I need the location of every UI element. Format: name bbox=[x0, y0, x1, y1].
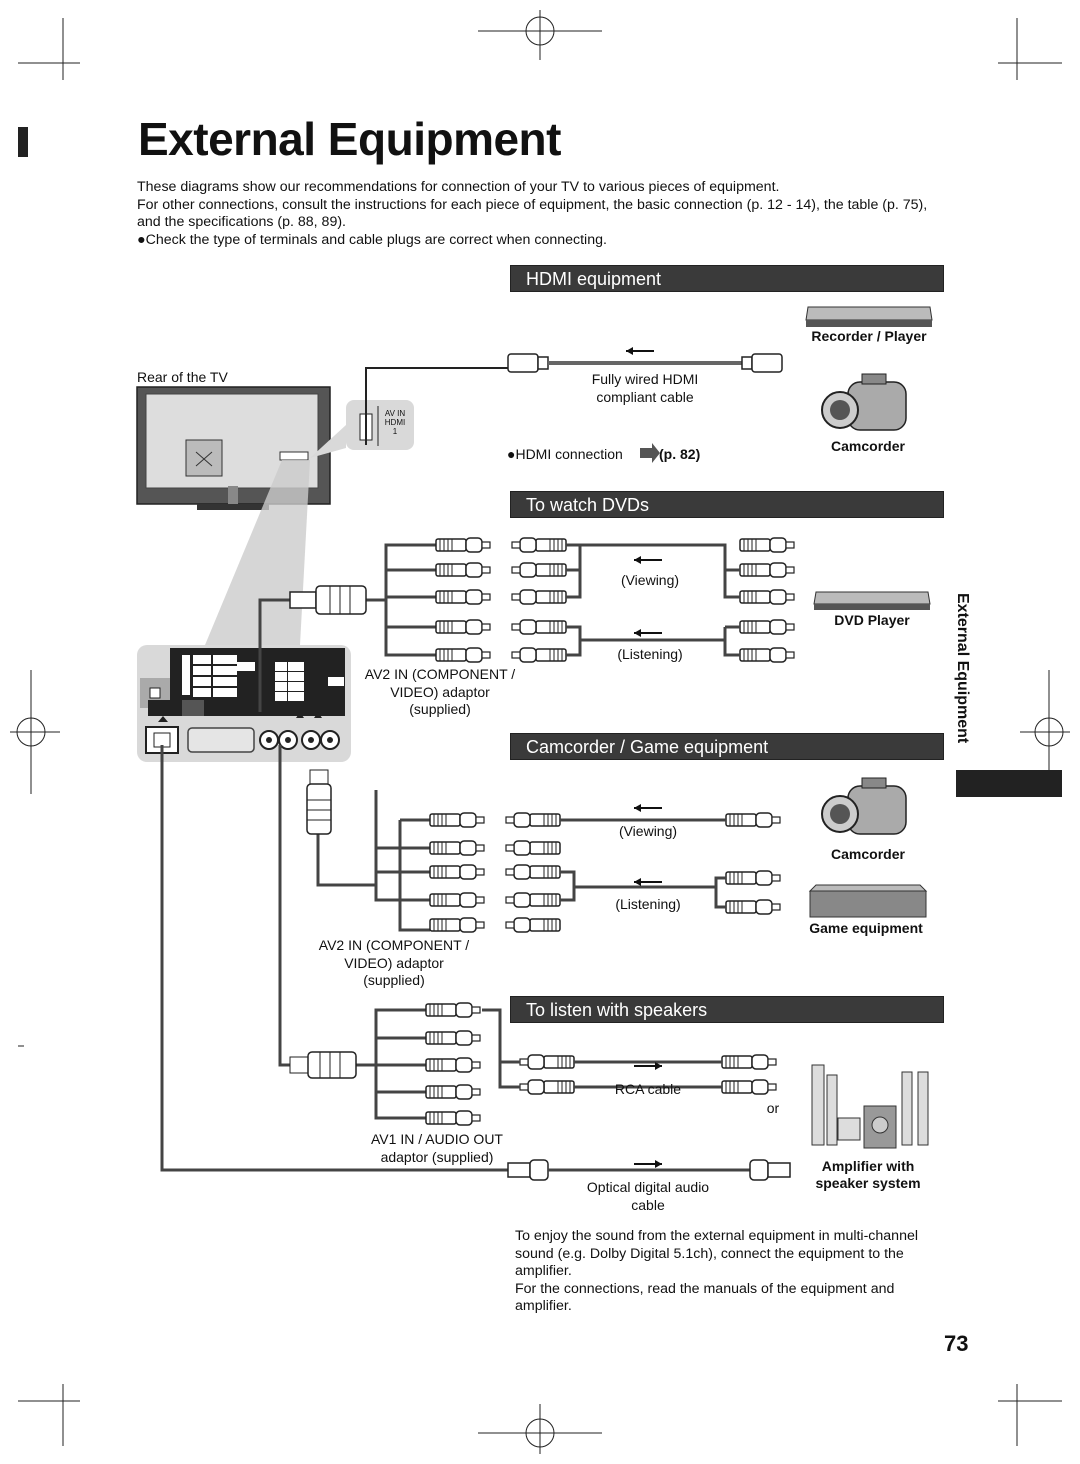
amplifier-label-line-1: Amplifier with bbox=[821, 1158, 915, 1174]
section-watch-dvds: To watch DVDs bbox=[510, 491, 944, 518]
amplifier-label-line-2: speaker system bbox=[815, 1175, 921, 1191]
av2-adaptor-label-camcorder-line-1: AV2 IN (COMPONENT / bbox=[318, 937, 470, 953]
optical-cable-label-line-1: Optical digital audio bbox=[586, 1179, 710, 1195]
port-av-in: AV IN bbox=[384, 409, 406, 418]
camcorder-label-section: Camcorder bbox=[831, 846, 905, 862]
listening-label-camcorder: (Listening) bbox=[615, 896, 681, 912]
av2-adaptor-label-dvd-line-3: (supplied) bbox=[409, 701, 471, 717]
outro-paragraph-2: For the connections, read the manuals of… bbox=[515, 1280, 895, 1315]
speakers-rca-row bbox=[425, 1002, 777, 1126]
av1-adaptor-label-line-1: AV1 IN / AUDIO OUT bbox=[371, 1131, 503, 1147]
speaker-system-illustration bbox=[811, 1064, 929, 1149]
dvd-adaptor bbox=[258, 543, 436, 712]
tv-connection-panel bbox=[137, 645, 351, 762]
av-in-hdmi-port-label: AV IN HDMI 1 bbox=[380, 409, 410, 436]
camcorder-icon-1 bbox=[821, 373, 907, 431]
intro-line-1: These diagrams show our recommendations … bbox=[137, 179, 780, 195]
rear-tv-label: Rear of the TV bbox=[137, 369, 228, 385]
av1-adaptor-label: AV1 IN / AUDIO OUT adaptor (supplied) bbox=[352, 1131, 522, 1166]
hdmi-cable-label-line-1: Fully wired HDMI bbox=[591, 371, 699, 387]
outro-text: To enjoy the sound from the external equ… bbox=[515, 1228, 935, 1316]
camcorder-icon-2 bbox=[821, 777, 907, 835]
dvd-player-illustration bbox=[813, 591, 931, 610]
optical-cable-label-line-2: cable bbox=[631, 1196, 665, 1213]
section-hdmi-equipment: HDMI equipment bbox=[510, 265, 944, 292]
speakers-adaptor-plug bbox=[289, 1051, 357, 1079]
camcorder-rca-row bbox=[429, 812, 781, 933]
viewing-label-dvd: (Viewing) bbox=[620, 572, 680, 588]
section-listen-speakers: To listen with speakers bbox=[510, 996, 944, 1023]
av2-adaptor-label-camcorder-line-2: VIDEO) adaptor bbox=[344, 954, 444, 971]
camcorder-label-hdmi: Camcorder bbox=[831, 438, 905, 454]
port-hdmi-number: 1 bbox=[392, 427, 398, 436]
listening-label-dvd: (Listening) bbox=[617, 646, 683, 662]
speakers-adaptor bbox=[160, 745, 508, 1172]
camcorder-adaptor-plug bbox=[306, 769, 332, 835]
amplifier-label: Amplifier with speaker system bbox=[800, 1158, 936, 1192]
title-marker bbox=[18, 127, 28, 157]
recorder-label: Recorder / Player bbox=[811, 328, 927, 344]
av2-adaptor-label-dvd: AV2 IN (COMPONENT / VIDEO) adaptor (supp… bbox=[345, 666, 535, 719]
hdmi-page-reference[interactable]: (p. 82) bbox=[659, 446, 701, 462]
viewing-label-camcorder: (Viewing) bbox=[618, 823, 678, 839]
recorder-illustration bbox=[805, 306, 933, 327]
game-equipment-illustration bbox=[808, 884, 928, 918]
hdmi-cable-label: Fully wired HDMI compliant cable bbox=[565, 371, 725, 406]
section-camcorder-game: Camcorder / Game equipment bbox=[510, 733, 944, 760]
dvd-rca-row bbox=[435, 537, 795, 663]
optical-cable-label: Optical digital audio cable bbox=[570, 1179, 726, 1214]
outro-paragraph-1: To enjoy the sound from the external equ… bbox=[515, 1228, 918, 1279]
dvd-player-label: DVD Player bbox=[834, 612, 910, 628]
side-tab-marker bbox=[956, 770, 1062, 797]
hdmi-connection-note: ●HDMI connection bbox=[507, 446, 623, 462]
av2-adaptor-label-dvd-line-1: AV2 IN (COMPONENT / bbox=[364, 666, 516, 682]
intro-text: These diagrams show our recommendations … bbox=[137, 179, 947, 250]
av2-adaptor-label-camcorder-line-3: (supplied) bbox=[363, 972, 425, 988]
optical-cable bbox=[507, 1159, 791, 1181]
port-hdmi: HDMI bbox=[384, 418, 406, 427]
intro-line-2: For other connections, consult the instr… bbox=[137, 196, 928, 231]
hdmi-cable bbox=[365, 353, 783, 445]
camcorder-adaptor bbox=[316, 770, 430, 932]
dvd-adaptor-plug bbox=[289, 585, 367, 615]
av2-adaptor-label-camcorder: AV2 IN (COMPONENT / VIDEO) adaptor (supp… bbox=[298, 937, 490, 990]
side-tab-text: External Equipment bbox=[954, 593, 971, 744]
side-tab-label: External Equipment bbox=[943, 593, 977, 763]
page-number: 73 bbox=[944, 1331, 969, 1356]
av1-adaptor-label-line-2: adaptor (supplied) bbox=[380, 1148, 494, 1165]
av2-adaptor-label-dvd-line-2: VIDEO) adaptor bbox=[390, 683, 490, 700]
or-label: or bbox=[766, 1100, 780, 1116]
page-title: External Equipment bbox=[138, 113, 561, 165]
intro-bullet: ●Check the type of terminals and cable p… bbox=[137, 232, 607, 249]
registration-marks bbox=[10, 10, 1070, 1454]
hdmi-cable-label-line-2: compliant cable bbox=[596, 388, 694, 405]
rca-cable-label: RCA cable bbox=[614, 1081, 682, 1097]
game-equipment-label: Game equipment bbox=[809, 920, 923, 936]
